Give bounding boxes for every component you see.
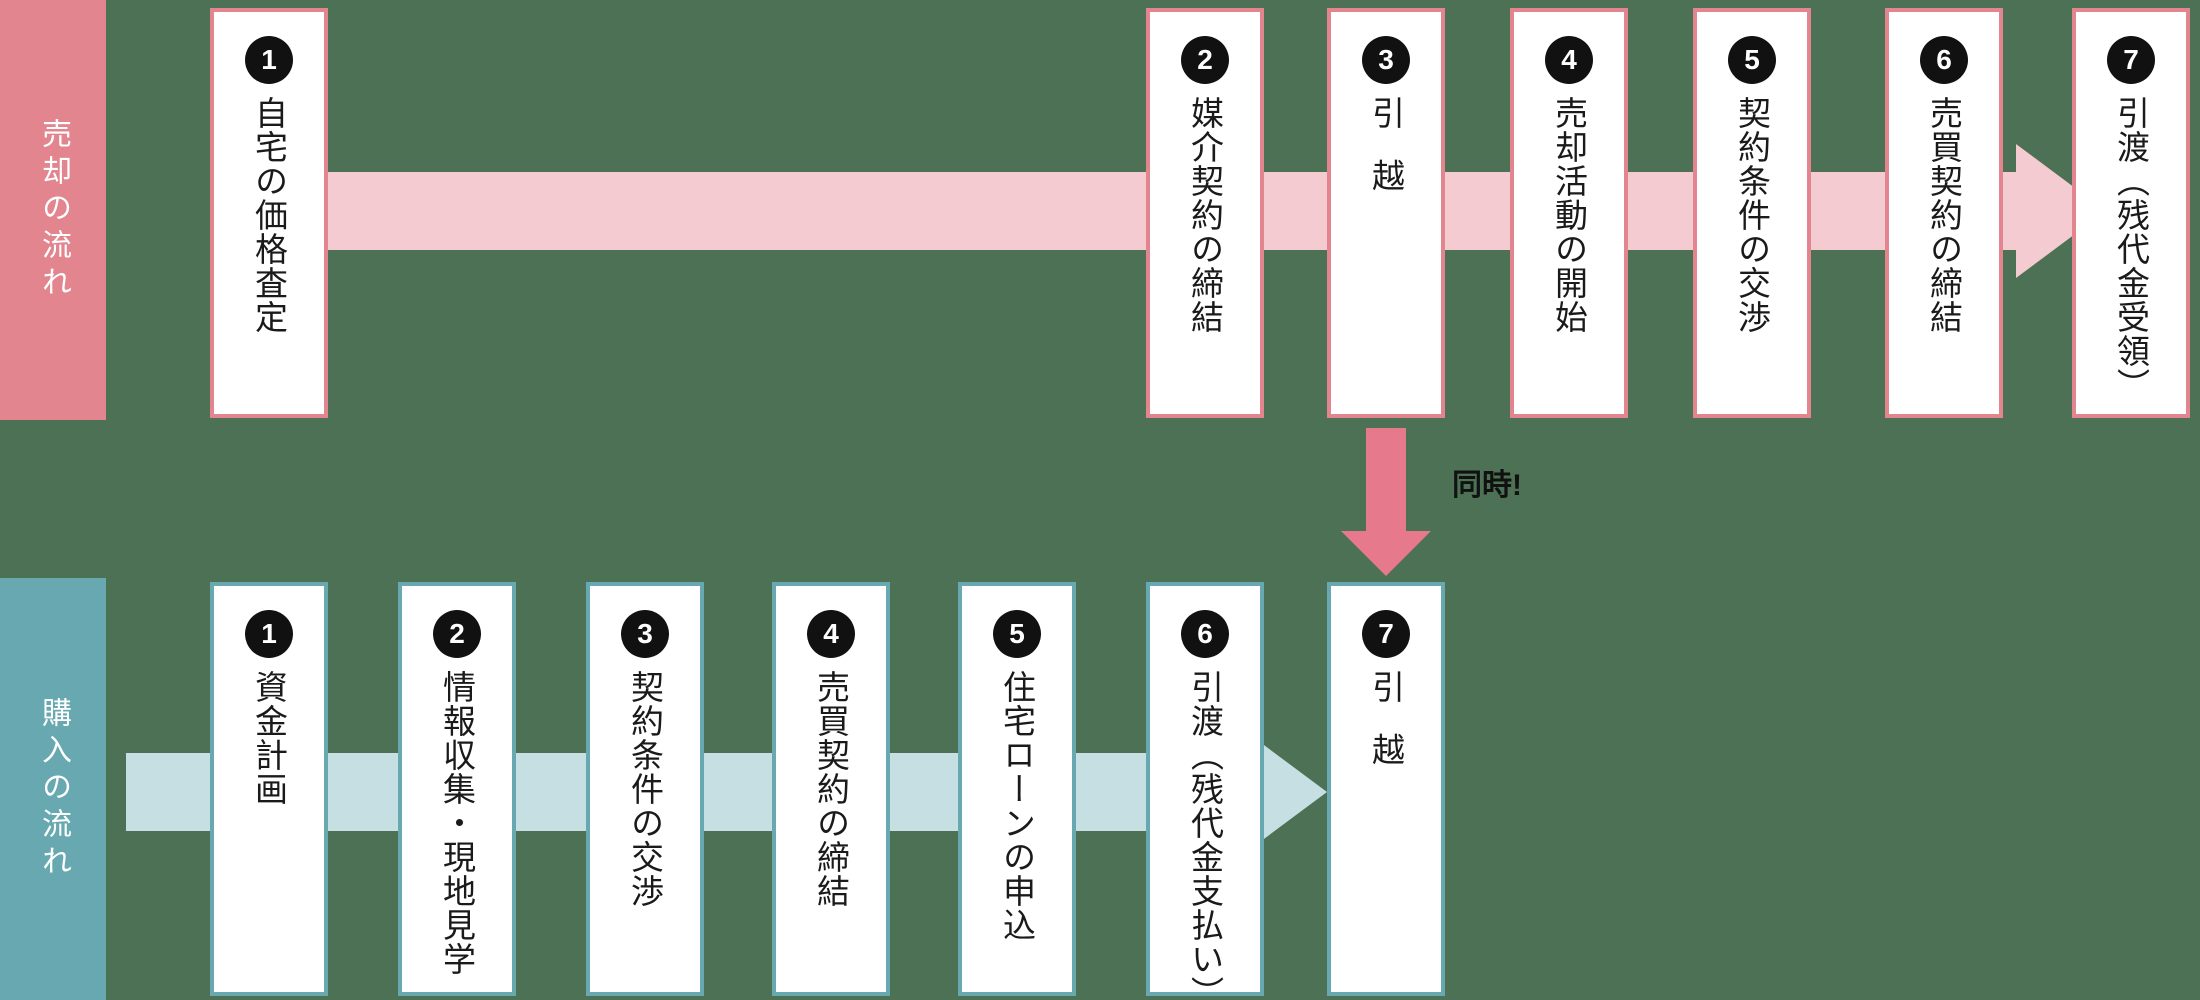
buy-step-6-box: 6 引渡（残代金支払い） — [1146, 582, 1264, 1000]
sell-step-7-box: 7 引渡（残代金受領） — [2072, 8, 2190, 418]
buy-step-2-box: 2 情報収集・現地見学 — [398, 582, 516, 996]
step-label: 住宅ローンの申込 — [998, 670, 1036, 942]
simultaneous-arrow-head-icon — [1341, 531, 1431, 576]
buy-step-4-box: 4 売買契約の締結 — [772, 582, 890, 996]
step-number-badge: 5 — [993, 610, 1041, 658]
buy-flow-label-text: 購入の流れ — [37, 696, 70, 882]
step-label: 売買契約の締結 — [1925, 96, 1963, 334]
step-number-badge: 7 — [2107, 36, 2155, 84]
step-label: 売却活動の開始 — [1550, 96, 1588, 334]
step-label: 引越 — [1367, 670, 1405, 796]
simultaneous-label: 同時! — [1452, 469, 1522, 502]
step-number-badge: 2 — [433, 610, 481, 658]
buy-flow-label: 購入の流れ — [0, 578, 106, 1000]
buy-step-7-box: 7 引越 — [1327, 582, 1445, 996]
step-number-badge: 3 — [621, 610, 669, 658]
step-number-badge: 2 — [1181, 36, 1229, 84]
simultaneous-arrow-shaft — [1366, 428, 1406, 531]
step-number-badge: 1 — [245, 610, 293, 658]
step-number-badge: 4 — [1545, 36, 1593, 84]
step-label: 媒介契約の締結 — [1186, 96, 1224, 334]
sell-step-2-box: 2 媒介契約の締結 — [1146, 8, 1264, 418]
step-label: 契約条件の交渉 — [626, 670, 664, 908]
step-number-badge: 5 — [1728, 36, 1776, 84]
sell-step-5-box: 5 契約条件の交渉 — [1693, 8, 1811, 418]
step-label: 資金計画 — [250, 670, 288, 806]
step-label: 引越 — [1367, 96, 1405, 222]
sell-flow-label-text: 売却の流れ — [37, 117, 70, 303]
sell-flow-label: 売却の流れ — [0, 0, 106, 420]
step-label: 自宅の価格査定 — [250, 96, 288, 334]
step-number-badge: 6 — [1181, 610, 1229, 658]
step-number-badge: 7 — [1362, 610, 1410, 658]
buy-step-3-box: 3 契約条件の交渉 — [586, 582, 704, 996]
sell-step-6-box: 6 売買契約の締結 — [1885, 8, 2003, 418]
step-label: 売買契約の締結 — [812, 670, 850, 908]
step-number-badge: 3 — [1362, 36, 1410, 84]
buy-step-1-box: 1 資金計画 — [210, 582, 328, 996]
sell-step-4-box: 4 売却活動の開始 — [1510, 8, 1628, 418]
step-number-badge: 6 — [1920, 36, 1968, 84]
step-label: 引渡（残代金受領） — [2112, 96, 2150, 402]
sell-step-3-box: 3 引越 — [1327, 8, 1445, 418]
step-label: 契約条件の交渉 — [1733, 96, 1771, 334]
step-label: 引渡（残代金支払い） — [1186, 670, 1224, 1000]
step-number-badge: 1 — [245, 36, 293, 84]
sell-step-1-box: 1 自宅の価格査定 — [210, 8, 328, 418]
buy-step-5-box: 5 住宅ローンの申込 — [958, 582, 1076, 996]
step-label: 情報収集・現地見学 — [438, 670, 476, 976]
step-number-badge: 4 — [807, 610, 855, 658]
